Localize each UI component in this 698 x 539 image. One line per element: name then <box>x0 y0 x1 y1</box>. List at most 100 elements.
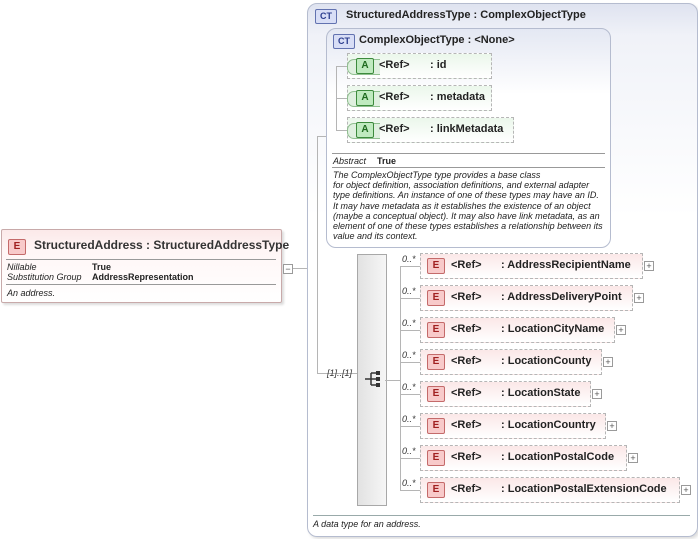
element-icon: E <box>427 258 445 274</box>
element-title: StructuredAddress : StructuredAddressTyp… <box>34 238 290 252</box>
element-ref: <Ref> <box>451 355 482 367</box>
connector-line <box>317 373 357 374</box>
element-structured-address[interactable]: E StructuredAddress : StructuredAddressT… <box>1 229 289 303</box>
attribute-icon: A <box>356 90 374 106</box>
connector-line <box>400 458 420 459</box>
attribute-metadata[interactable]: A <Ref> : metadata <box>347 85 492 111</box>
connector-line <box>293 268 307 269</box>
child-element-location-state[interactable]: E <Ref> : LocationState <box>420 381 591 407</box>
divider <box>6 259 276 260</box>
divider <box>6 284 276 285</box>
element-icon: E <box>427 418 445 434</box>
child-occurrence: 0..* <box>402 382 416 392</box>
expand-toggle[interactable]: + <box>616 325 626 335</box>
expand-toggle[interactable]: + <box>681 485 691 495</box>
child-element-location-postal-code[interactable]: E <Ref> : LocationPostalCode <box>420 445 627 471</box>
child-element-location-country[interactable]: E <Ref> : LocationCountry <box>420 413 606 439</box>
divider <box>332 167 605 168</box>
element-ref: <Ref> <box>451 483 482 495</box>
connector-line <box>336 66 348 67</box>
connector-line <box>385 380 400 381</box>
attribute-id[interactable]: A <Ref> : id <box>347 53 492 79</box>
element-ref: <Ref> <box>451 451 482 463</box>
element-icon: E <box>427 482 445 498</box>
description-line: It may have metadata as it establishes t… <box>333 200 591 211</box>
child-element-location-postal-extension-code[interactable]: E <Ref> : LocationPostalExtensionCode <box>420 477 680 503</box>
element-ref: <Ref> <box>451 323 482 335</box>
child-element-address-recipient-name[interactable]: E <Ref> : AddressRecipientName <box>420 253 643 279</box>
attribute-name: : id <box>430 59 447 71</box>
element-icon: E <box>427 354 445 370</box>
description-line: value and its context. <box>333 231 418 242</box>
attribute-icon: A <box>356 58 374 74</box>
child-occurrence: 0..* <box>402 350 416 360</box>
child-element-location-county[interactable]: E <Ref> : LocationCounty <box>420 349 602 375</box>
sequence-icon <box>365 371 380 387</box>
complex-type-title: StructuredAddressType : ComplexObjectTyp… <box>346 9 586 21</box>
divider <box>332 153 605 154</box>
expand-toggle[interactable]: + <box>634 293 644 303</box>
substitution-group-value: AddressRepresentation <box>92 272 194 282</box>
substitution-group-label: Substitution Group <box>7 272 82 282</box>
element-icon: E <box>427 450 445 466</box>
complex-type-icon: CT <box>333 34 355 49</box>
abstract-label: Abstract <box>333 156 367 166</box>
collapse-toggle[interactable]: − <box>283 264 293 274</box>
element-name: : LocationCityName <box>501 323 605 335</box>
child-occurrence: 0..* <box>402 446 416 456</box>
element-description: An address. <box>7 288 56 298</box>
child-occurrence: 0..* <box>402 254 416 264</box>
element-icon: E <box>427 290 445 306</box>
attribute-ref: <Ref> <box>379 123 410 135</box>
divider <box>313 515 690 516</box>
base-type-title: ComplexObjectType : <None> <box>359 34 515 46</box>
element-icon: E <box>8 239 26 255</box>
element-name: : LocationCountry <box>501 419 596 431</box>
element-icon: E <box>427 386 445 402</box>
connector-line <box>400 266 401 490</box>
expand-toggle[interactable]: + <box>644 261 654 271</box>
connector-line <box>336 98 348 99</box>
connector-line <box>400 298 420 299</box>
child-occurrence: 0..* <box>402 414 416 424</box>
attribute-link-metadata[interactable]: A <Ref> : linkMetadata <box>347 117 514 143</box>
description-line: element of one of these types establishe… <box>333 221 603 232</box>
expand-toggle[interactable]: + <box>607 421 617 431</box>
sequence-compositor[interactable] <box>357 254 387 506</box>
connector-line <box>400 362 420 363</box>
connector-line <box>400 330 420 331</box>
description-line: type definitions. An instance of one of … <box>333 190 599 201</box>
element-name: : AddressRecipientName <box>501 259 631 271</box>
sequence-occurrence: [1]..[1] <box>327 368 353 378</box>
attribute-name: : metadata <box>430 91 486 103</box>
attribute-ref: <Ref> <box>379 59 410 71</box>
attribute-name: : linkMetadata <box>430 123 504 135</box>
element-ref: <Ref> <box>451 419 482 431</box>
nillable-label: Nillable <box>7 262 37 272</box>
element-ref: <Ref> <box>451 387 482 399</box>
expand-toggle[interactable]: + <box>603 357 613 367</box>
element-name: : LocationCounty <box>501 355 592 367</box>
complex-type-description: A data type for an address. <box>313 519 421 529</box>
element-name: : AddressDeliveryPoint <box>501 291 622 303</box>
nillable-value: True <box>92 262 112 272</box>
child-occurrence: 0..* <box>402 478 416 488</box>
attribute-icon: A <box>356 122 374 138</box>
child-element-address-delivery-point[interactable]: E <Ref> : AddressDeliveryPoint <box>420 285 633 311</box>
child-occurrence: 0..* <box>402 318 416 328</box>
connector-line <box>400 266 420 267</box>
child-element-location-city-name[interactable]: E <Ref> : LocationCityName <box>420 317 615 343</box>
description-line: The ComplexObjectType type provides a ba… <box>333 170 541 180</box>
element-ref: <Ref> <box>451 259 482 271</box>
expand-toggle[interactable]: + <box>628 453 638 463</box>
complex-type-icon: CT <box>315 9 337 24</box>
connector-line <box>400 490 420 491</box>
attribute-ref: <Ref> <box>379 91 410 103</box>
connector-line <box>317 136 318 373</box>
child-occurrence: 0..* <box>402 286 416 296</box>
expand-toggle[interactable]: + <box>592 389 602 399</box>
abstract-value: True <box>377 156 397 166</box>
element-name: : LocationState <box>501 387 581 399</box>
connector-line <box>400 394 420 395</box>
connector-line <box>317 136 327 137</box>
